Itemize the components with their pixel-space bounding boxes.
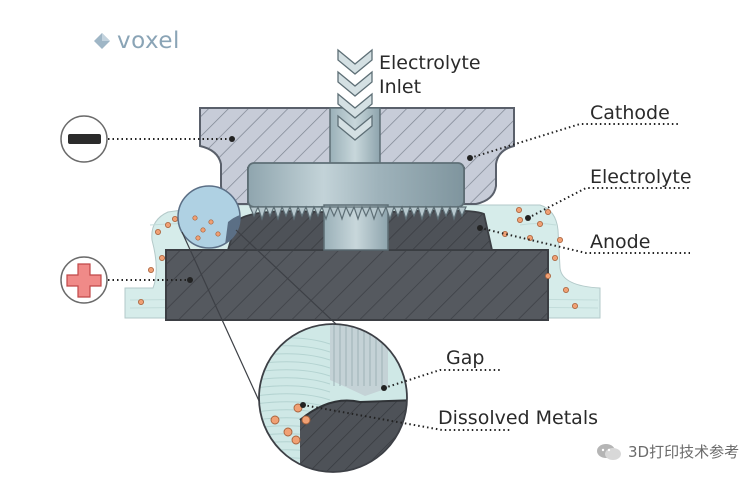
inlet-chevron (337, 114, 373, 141)
dissolved-particle (545, 208, 552, 215)
dissolved-particle (572, 302, 579, 309)
dissolved-particle (283, 427, 293, 437)
electrolyte-label: Electrolyte (590, 166, 692, 188)
inlet-chevron (337, 70, 373, 97)
tool-electrode-head (247, 162, 465, 208)
dissolved-particle (270, 415, 280, 425)
dissolved-particle (293, 403, 303, 413)
zoom-inset (259, 324, 407, 472)
dissolved-particle (200, 227, 206, 233)
cathode-label: Cathode (590, 102, 670, 124)
zoom-inset-ring (258, 323, 408, 473)
dissolved-particle (301, 415, 311, 425)
dissolved-particle (195, 235, 201, 241)
dissolved-particle (552, 254, 559, 261)
negative-terminal (60, 115, 108, 163)
dissolved-particle (158, 254, 165, 261)
dissolved-particle (137, 298, 144, 305)
dissolved-particle (516, 206, 523, 213)
dissolved-particle (147, 266, 154, 273)
diamond-logo-icon (93, 32, 111, 50)
dissolved-particle (291, 435, 301, 445)
tool-stem-lower (323, 204, 389, 251)
dissolved-particle (537, 220, 544, 227)
positive-terminal (60, 256, 108, 304)
plus-icon (66, 263, 102, 298)
dissolved-particle (557, 236, 564, 243)
watermark: 3D打印技术参考 (596, 441, 739, 462)
leader-dots (187, 136, 531, 408)
leader-lines (108, 123, 690, 431)
tool-teeth (249, 205, 467, 221)
dissolved-particle (154, 228, 161, 235)
wechat-icon (596, 442, 622, 462)
dissolved-metals-label: Dissolved Metals (438, 407, 598, 429)
inlet-chevrons (337, 48, 373, 141)
zoom-particles (270, 403, 311, 445)
zoom-anode (300, 400, 407, 472)
tool-teeth-profile (249, 205, 467, 221)
anode-label: Anode (590, 231, 651, 253)
dissolved-particle (192, 215, 198, 221)
inlet-label-line1: Electrolyte (379, 52, 481, 74)
dissolved-particle (171, 215, 178, 222)
magnifier-ring (177, 185, 241, 249)
inlet-chevron (337, 92, 373, 119)
watermark-text: 3D打印技术参考 (628, 443, 740, 461)
dissolved-particle (208, 219, 214, 225)
dissolved-particle (563, 286, 570, 293)
minus-icon (68, 134, 101, 144)
zoom-cathode-tooth (330, 324, 388, 396)
dissolved-particle (517, 216, 524, 223)
zoom-line-left (181, 231, 266, 415)
inlet-chevron (337, 48, 373, 75)
inlet-label-line2: Inlet (379, 76, 422, 98)
voxel-brand: voxel (93, 28, 180, 54)
dissolved-particle (545, 272, 552, 279)
anode-workpiece (165, 249, 549, 321)
dissolved-particle (215, 231, 221, 237)
magnifier-particles (192, 215, 221, 241)
brand-name: voxel (117, 28, 180, 54)
gap-label: Gap (446, 347, 485, 369)
dissolved-particle (164, 221, 171, 228)
